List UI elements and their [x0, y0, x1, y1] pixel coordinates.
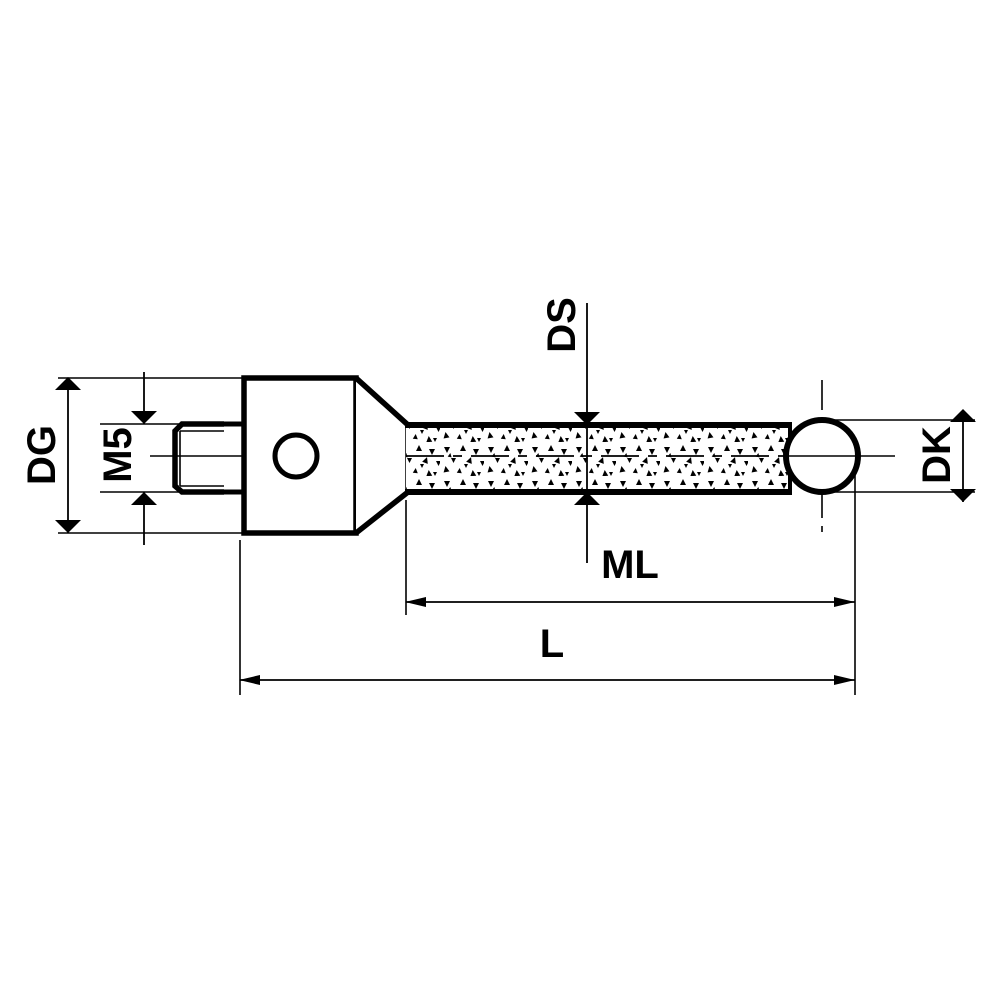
label-ML: ML: [601, 543, 659, 587]
label-M5: M5: [96, 427, 140, 483]
taper-cone-outline: [354, 375, 411, 536]
dimension-annotations: [55, 303, 976, 695]
label-DG: DG: [20, 425, 64, 485]
ruby-ball: [783, 417, 861, 495]
dimension-DG: [55, 377, 250, 534]
label-DK: DK: [915, 426, 959, 484]
body-hole: [272, 432, 320, 480]
dimension-text-group: DG M5 DS DK ML L: [20, 297, 959, 666]
label-DS: DS: [540, 297, 584, 353]
part-geometry: [150, 375, 895, 536]
taper-cone: [354, 375, 411, 536]
dimension-L: [239, 540, 856, 695]
dimension-M5: [100, 372, 182, 545]
thread-stud: [172, 421, 245, 495]
thread-crest-outline: [172, 421, 224, 495]
body-block: [241, 375, 359, 536]
label-L: L: [540, 622, 564, 666]
dimension-DK: [818, 409, 976, 502]
ceramic-stem: [405, 422, 792, 495]
ceramic-stem-fill: [406, 425, 790, 492]
dimension-ML: [405, 470, 856, 615]
